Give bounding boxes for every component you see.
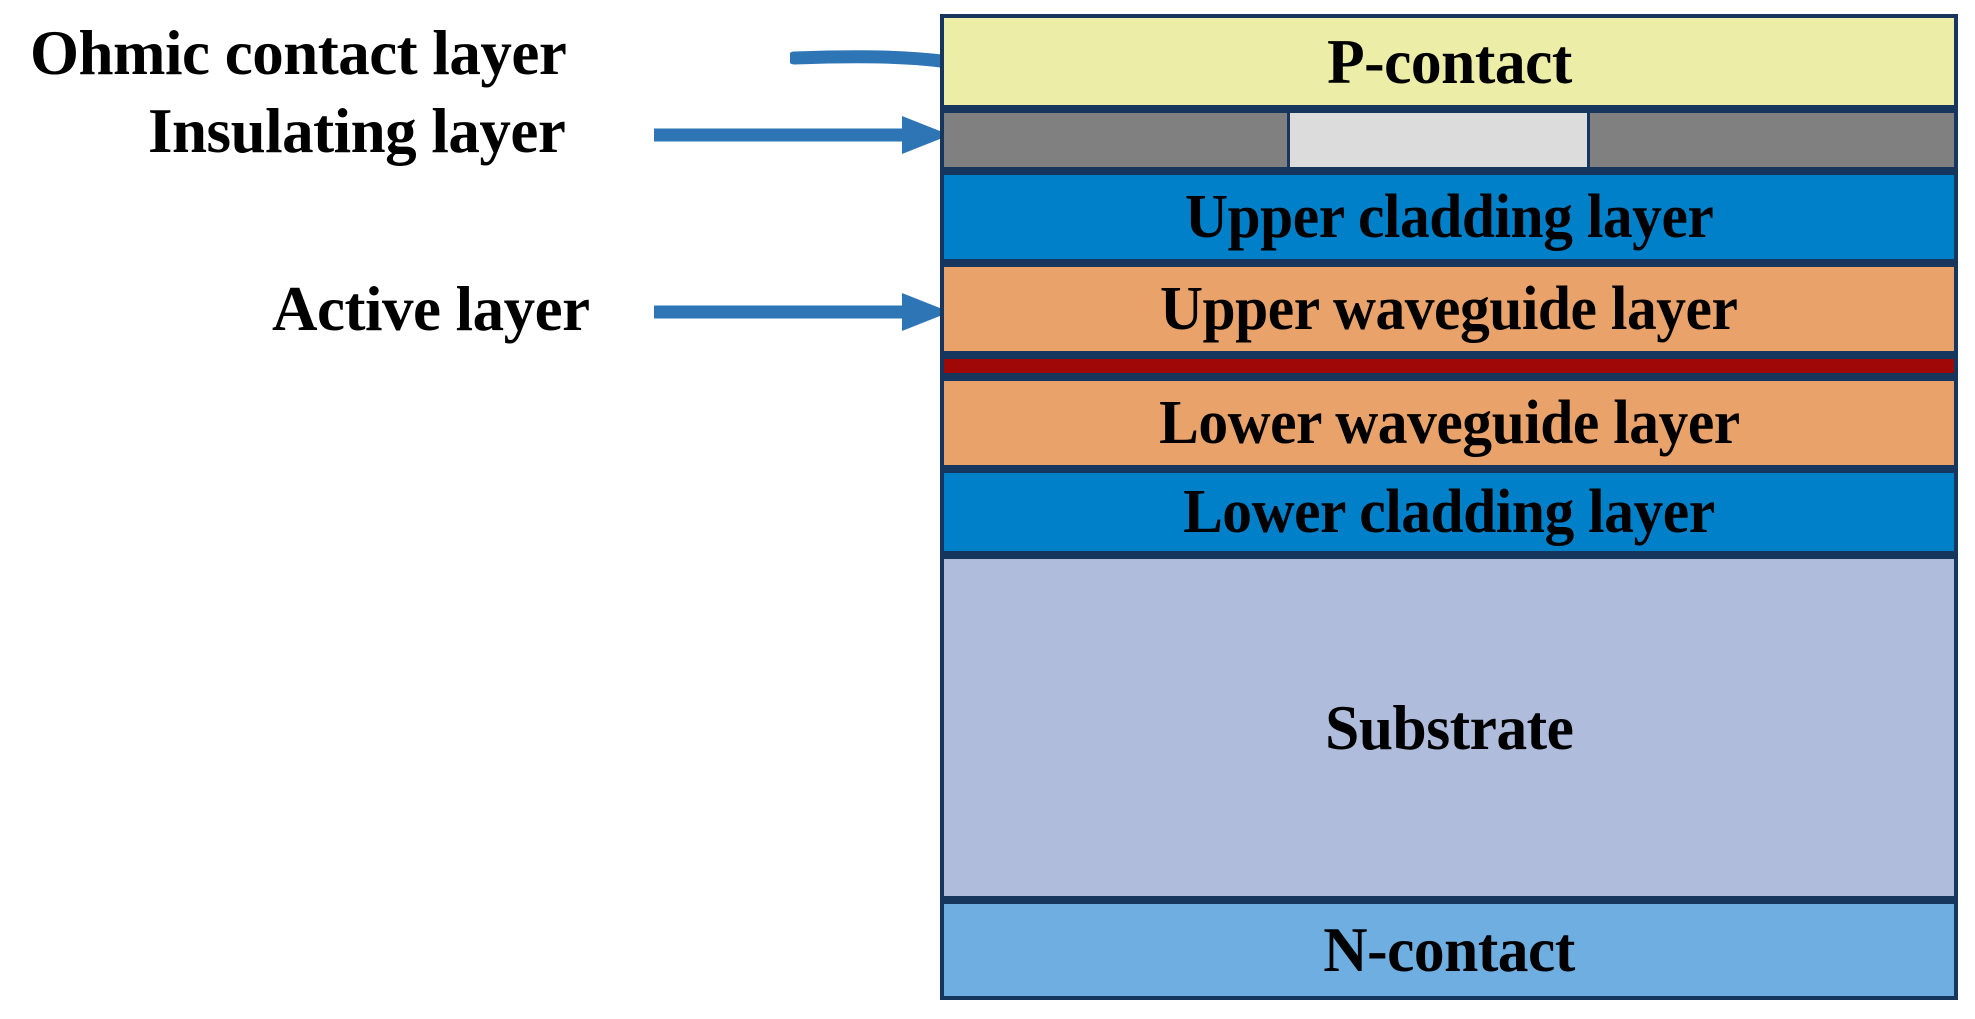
epitaxial-layer-stack: P-contact Upper cladding layer Upper wav… — [940, 14, 1958, 1000]
insulating-window-opening — [1287, 113, 1591, 167]
insulating-layer-segments — [944, 113, 1954, 167]
layer-label-substrate: Substrate — [1324, 691, 1574, 763]
insulating-segment-right — [1590, 113, 1954, 167]
callout-label-ohmic-contact-layer: Ohmic contact layer — [30, 18, 567, 88]
layer-label-upper-cladding: Upper cladding layer — [1184, 183, 1714, 251]
layer-substrate: Substrate — [940, 555, 1958, 900]
layer-insulating — [940, 109, 1958, 171]
arrow-icon-active-layer — [654, 293, 950, 331]
layer-n-contact: N-contact — [940, 900, 1958, 1000]
layer-lower-cladding: Lower cladding layer — [940, 469, 1958, 555]
layer-label-p-contact: P-contact — [1326, 25, 1572, 97]
layer-p-contact: P-contact — [940, 14, 1958, 109]
layer-label-lower-cladding: Lower cladding layer — [1183, 478, 1715, 546]
layer-lower-waveguide: Lower waveguide layer — [940, 377, 1958, 469]
callout-label-active-layer: Active layer — [272, 274, 590, 344]
layer-label-n-contact: N-contact — [1323, 914, 1575, 985]
callout-label-insulating-layer: Insulating layer — [148, 96, 566, 166]
arrow-icon-insulating-layer — [654, 116, 950, 154]
layer-upper-cladding: Upper cladding layer — [940, 171, 1958, 263]
layer-label-lower-waveguide: Lower waveguide layer — [1158, 389, 1740, 457]
layer-upper-waveguide: Upper waveguide layer — [940, 263, 1958, 355]
layer-label-upper-waveguide: Upper waveguide layer — [1160, 275, 1738, 343]
layer-active — [940, 355, 1958, 377]
insulating-segment-left — [944, 113, 1288, 167]
